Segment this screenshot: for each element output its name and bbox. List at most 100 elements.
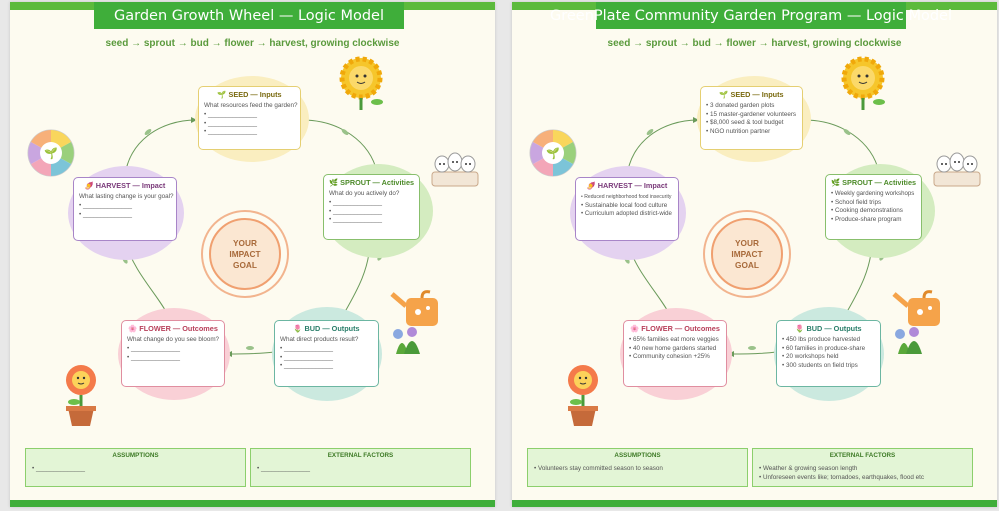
list-item: ______________ (280, 354, 373, 363)
flower-outcomes-card[interactable]: 🌸 FLOWER — Outcomes What change do you s… (121, 320, 225, 387)
list-item: ______________ (257, 464, 464, 473)
subtitle: seed → sprout → bud → flower → harvest, … (607, 38, 902, 49)
list-item: ______________ (127, 345, 219, 354)
assumptions-box[interactable]: ASSUMPTIONS ______________ (25, 448, 246, 487)
external-header: EXTERNAL FACTORS (829, 452, 896, 459)
color-wheel-icon: 🌱 (529, 129, 577, 177)
bottom-bar (10, 500, 495, 507)
list-item: ______________ (204, 128, 295, 137)
list-item: ______________ (329, 208, 414, 217)
external-factors-box[interactable]: EXTERNAL FACTORS ______________ (250, 448, 471, 487)
external-header: EXTERNAL FACTORS (327, 452, 394, 459)
potted-flower-icon (568, 365, 598, 426)
harvest-impact-card[interactable]: 🍠 HARVEST — Impact What lasting change i… (73, 177, 177, 241)
svg-text:🌱: 🌱 (44, 147, 58, 160)
page-title: GreenPlate Community Garden Program — Lo… (550, 2, 952, 29)
list-item: 65% families eat more veggies (629, 336, 721, 345)
sunflower-icon (841, 56, 885, 110)
assumptions-header: ASSUMPTIONS (614, 452, 661, 459)
external-list: ______________ (257, 464, 464, 473)
flower-question: What change do you see bloom? (127, 336, 220, 343)
bud-list: 450 lbs produce harvested60 families in … (782, 336, 875, 371)
bud-outputs-card[interactable]: 🌷 BUD — Outputs 450 lbs produce harveste… (776, 320, 881, 387)
title: Garden Growth Wheel — Logic Model (113, 7, 384, 24)
leaf-icon: 🌿 (831, 178, 841, 187)
list-item: School field trips (831, 199, 916, 208)
filled-example-page: GreenPlate Community Garden Program — Lo… (512, 2, 997, 507)
list-item: Produce-share program (831, 216, 916, 225)
impact-goal: YOUR IMPACT GOAL (711, 218, 783, 290)
sprout-activities-card[interactable]: 🌿 SPROUT — Activities Weekly gardening w… (825, 174, 922, 240)
sprout-header: SPROUT — Activities (340, 178, 415, 187)
list-item: Weekly gardening workshops (831, 190, 916, 199)
seed-inputs-card[interactable]: 🌱 SEED — Inputs 3 donated garden plots15… (700, 86, 803, 150)
watering-can-icon (892, 290, 940, 354)
harvest-list: Reduced neighborhood food insecuritySust… (581, 193, 673, 219)
seed-question: What resources feed the garden? (204, 102, 298, 109)
list-item: NGO nutrition partner (706, 128, 797, 137)
flower-header: FLOWER — Outcomes (139, 324, 218, 333)
title: GreenPlate Community Garden Program — Lo… (550, 7, 953, 24)
watering-can-icon (390, 290, 438, 354)
bud-question: What direct products result? (280, 336, 359, 343)
bud-header: BUD — Outputs (806, 324, 862, 333)
impact-goal: YOUR IMPACT GOAL (209, 218, 281, 290)
bottom-bar (512, 500, 997, 507)
bud-header: BUD — Outputs (304, 324, 360, 333)
harvest-question: What lasting change is your goal? (79, 193, 174, 200)
flower-outcomes-card[interactable]: 🌸 FLOWER — Outcomes 65% families eat mor… (623, 320, 727, 387)
bud-icon: 🌷 (293, 324, 303, 333)
blossom-icon: 🌸 (630, 324, 640, 333)
assumptions-box[interactable]: ASSUMPTIONS Volunteers stay committed se… (527, 448, 748, 487)
list-item: Cooking demonstrations (831, 207, 916, 216)
beet-icon: 🍠 (84, 181, 94, 190)
subtitle: seed → sprout → bud → flower → harvest, … (105, 38, 400, 49)
sprouts-tray-icon (431, 152, 479, 187)
blank-template-page: Garden Growth Wheel — Logic Model seed →… (10, 2, 495, 507)
seed-list: ________________________________________… (204, 111, 295, 137)
external-factors-box[interactable]: EXTERNAL FACTORS Weather & growing seaso… (752, 448, 973, 487)
harvest-impact-card[interactable]: 🍠 HARVEST — Impact Reduced neighborhood … (575, 177, 679, 241)
list-item: ______________ (32, 464, 239, 473)
list-item: Unforeseen events like; tornadoes, earth… (759, 473, 966, 482)
bud-icon: 🌷 (795, 324, 805, 333)
flower-header: FLOWER — Outcomes (641, 324, 720, 333)
blossom-icon: 🌸 (128, 324, 138, 333)
sprout-activities-card[interactable]: 🌿 SPROUT — Activities What do you active… (323, 174, 420, 240)
list-item: 40 new home gardens started (629, 345, 721, 354)
list-item: Volunteers stay committed season to seas… (534, 464, 741, 473)
list-item: ______________ (280, 345, 373, 354)
list-item: ______________ (329, 216, 414, 225)
list-item: ______________ (329, 199, 414, 208)
harvest-header: HARVEST — Impact (597, 181, 668, 190)
potted-flower-icon (66, 365, 96, 426)
page-title: Garden Growth Wheel — Logic Model (94, 2, 404, 29)
assumptions-list: Volunteers stay committed season to seas… (534, 464, 741, 473)
sprout-question: What do you actively do? (329, 190, 400, 197)
list-item: ______________ (79, 211, 171, 220)
seed-header: SEED — Inputs (730, 90, 784, 99)
list-item: ______________ (204, 111, 295, 120)
beet-icon: 🍠 (586, 181, 596, 190)
list-item: ______________ (127, 354, 219, 363)
harvest-header: HARVEST — Impact (95, 181, 166, 190)
list-item: 60 families in produce-share (782, 345, 875, 354)
seed-list: 3 donated garden plots15 master-gardener… (706, 102, 797, 137)
svg-text:🌱: 🌱 (546, 147, 560, 160)
list-item: ______________ (280, 362, 373, 371)
flower-list: 65% families eat more veggies40 new home… (629, 336, 721, 362)
seed-inputs-card[interactable]: 🌱 SEED — Inputs What resources feed the … (198, 86, 301, 150)
list-item: ______________ (204, 120, 295, 129)
seed-header: SEED — Inputs (228, 90, 282, 99)
list-item: $8,000 seed & tool budget (706, 119, 797, 128)
color-wheel-icon: 🌱 (27, 129, 75, 177)
list-item: 20 workshops held (782, 353, 875, 362)
sprout-list: ________________________________________… (329, 199, 414, 225)
list-item: 300 students on field trips (782, 362, 875, 371)
bud-outputs-card[interactable]: 🌷 BUD — Outputs What direct products res… (274, 320, 379, 387)
list-item: 3 donated garden plots (706, 102, 797, 111)
flower-list: ____________________________ (127, 345, 219, 362)
leaf-icon: 🌿 (329, 178, 339, 187)
list-item: 15 master-gardener volunteers (706, 111, 797, 120)
assumptions-header: ASSUMPTIONS (112, 452, 159, 459)
